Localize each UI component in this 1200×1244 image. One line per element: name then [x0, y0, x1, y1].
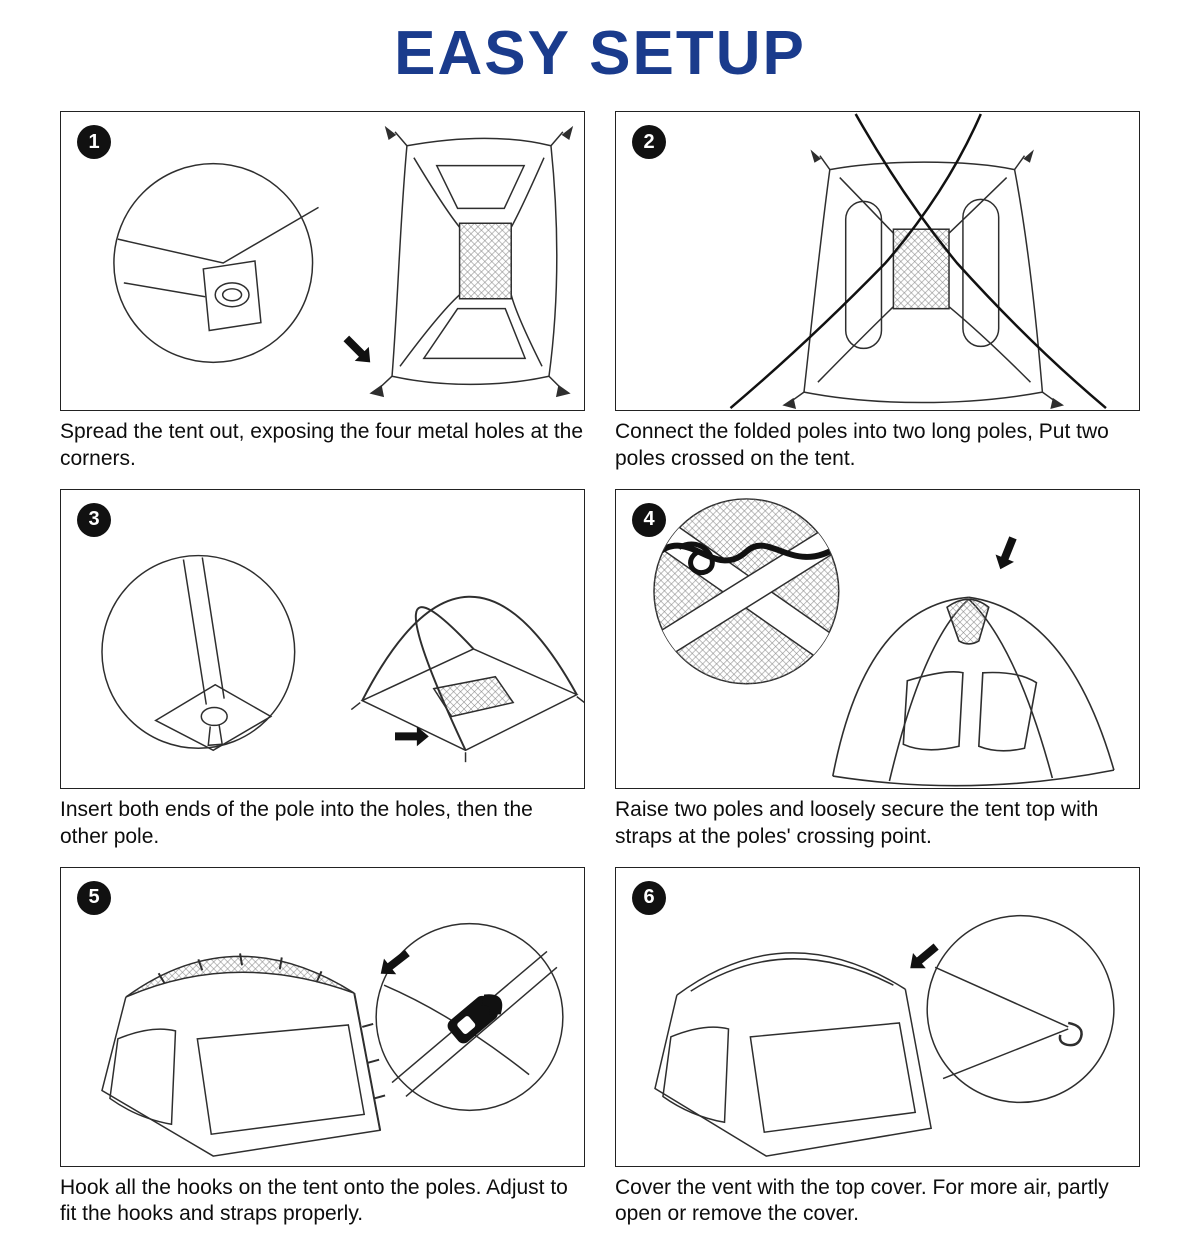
- step-5-figure: 5: [60, 867, 585, 1167]
- step-5: 5: [60, 867, 585, 1244]
- step-3-figure: 3: [60, 489, 585, 789]
- direction-arrow-icon: [339, 331, 377, 369]
- step-number-badge: 3: [77, 503, 111, 537]
- step-3: 3: [60, 489, 585, 867]
- tent-with-hooks: [102, 953, 385, 1156]
- cover-corner-hook-detail: [935, 967, 1081, 1078]
- step-4-illustration: [616, 490, 1139, 788]
- step-2-figure: 2: [615, 111, 1140, 411]
- direction-arrow-icon: [375, 945, 414, 981]
- strap-tie-detail: [636, 495, 860, 694]
- step-caption: Connect the folded poles into two long p…: [615, 419, 1140, 473]
- tent-with-arched-poles: [351, 597, 584, 762]
- step-1-illustration: [61, 112, 584, 410]
- step-number-badge: 1: [77, 125, 111, 159]
- detail-zoom-circle: [114, 164, 313, 363]
- step-4: 4: [615, 489, 1140, 867]
- step-3-illustration: [61, 490, 584, 788]
- page-title: EASY SETUP: [60, 18, 1140, 89]
- direction-arrow-icon: [991, 534, 1022, 573]
- step-6-figure: 6: [615, 867, 1140, 1167]
- step-6: 6: [615, 867, 1140, 1244]
- step-5-illustration: [61, 868, 584, 1166]
- step-number-badge: 2: [632, 125, 666, 159]
- step-2-illustration: [616, 112, 1139, 410]
- step-caption: Insert both ends of the pole into the ho…: [60, 797, 585, 851]
- step-6-illustration: [616, 868, 1139, 1166]
- corner-hook-icon: [1060, 1022, 1082, 1044]
- step-1-figure: 1: [60, 111, 585, 411]
- step-caption: Cover the vent with the top cover. For m…: [615, 1175, 1140, 1229]
- step-caption: Hook all the hooks on the tent onto the …: [60, 1175, 585, 1229]
- step-4-figure: 4: [615, 489, 1140, 789]
- step-caption: Spread the tent out, exposing the four m…: [60, 419, 585, 473]
- tent-with-top-cover: [655, 952, 931, 1155]
- flat-tent-top-view: [784, 152, 1062, 408]
- direction-arrow-icon: [904, 938, 943, 975]
- grommet-hole-icon: [215, 283, 249, 307]
- step-number-badge: 5: [77, 881, 111, 915]
- raised-dome-tent: [833, 597, 1114, 785]
- flat-tent-top-view: [371, 128, 572, 396]
- step-caption: Raise two poles and loosely secure the t…: [615, 797, 1140, 851]
- step-number-badge: 4: [632, 503, 666, 537]
- pole-into-hole-detail: [156, 557, 271, 750]
- step-1: 1: [60, 111, 585, 489]
- steps-grid: 1: [60, 111, 1140, 1244]
- step-2: 2: [615, 111, 1140, 489]
- step-number-badge: 6: [632, 881, 666, 915]
